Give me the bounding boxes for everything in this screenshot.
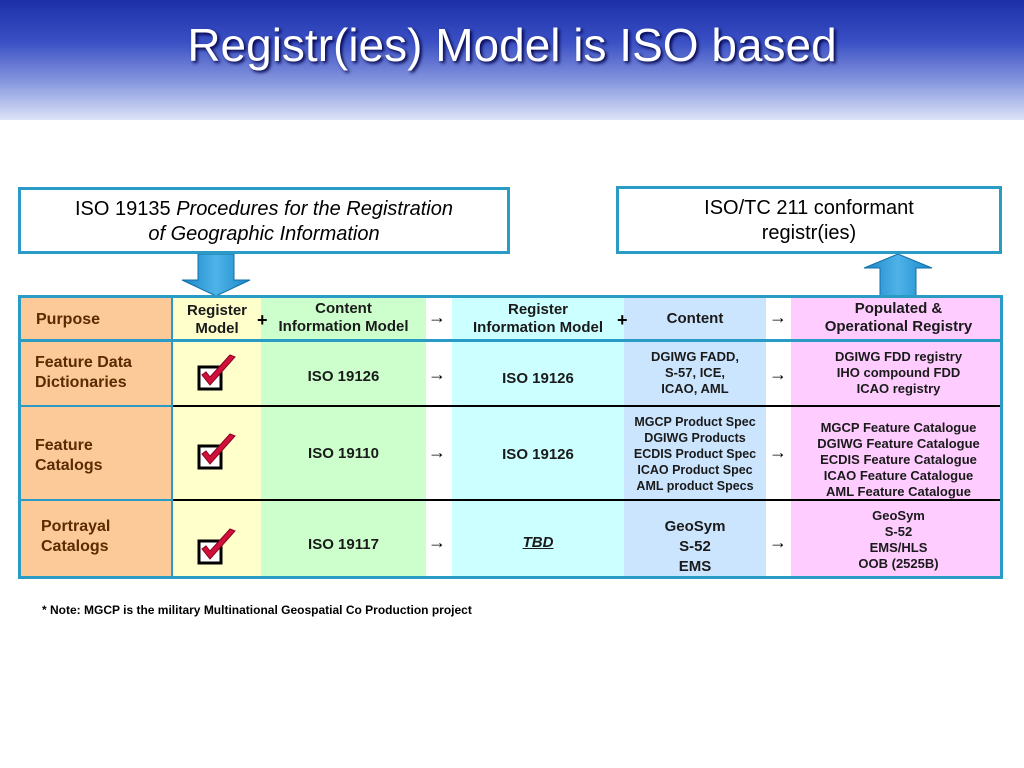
row-purpose-2: Catalogs (41, 538, 109, 555)
row-content-line: EMS (678, 558, 712, 575)
page-title: Registr(ies) Model is ISO based (187, 19, 837, 71)
row-separator (173, 405, 1000, 407)
row-content: DGIWG FADD, S-57, ICE, ICAO, AML (624, 349, 766, 397)
purpose-column (21, 298, 172, 576)
iso19135-line2: of Geographic Information (21, 222, 507, 247)
row-purpose: Portrayal Catalogs (41, 517, 110, 557)
down-arrow-icon (181, 254, 251, 296)
row-purpose-2: Catalogs (35, 457, 103, 474)
plus-operator: + (257, 310, 268, 330)
right-arrow-icon: → (428, 364, 446, 384)
row-content-line: ICAO, AML (661, 381, 729, 396)
header-content-info-2: Information Model (278, 318, 409, 335)
row-content-info: ISO 19110 (308, 445, 379, 462)
row-separator (21, 339, 1000, 342)
row-content-line: GeoSym (664, 518, 726, 535)
registry-table: Purpose Register Model + Content Informa… (18, 295, 1003, 579)
content-info-column (261, 298, 426, 576)
row-registry: MGCP Feature Catalogue DGIWG Feature Cat… (791, 420, 1000, 500)
register-model-column (173, 298, 261, 576)
header-register-model: Register Model (173, 302, 261, 338)
header-purpose: Purpose (36, 311, 101, 328)
row-registry-line: ECDIS Feature Catalogue (820, 452, 977, 467)
footnote: * Note: MGCP is the military Multination… (42, 603, 472, 617)
content-column (624, 298, 766, 576)
row-registry-line: DGIWG Feature Catalogue (817, 436, 980, 451)
row-content-line: S-52 (679, 538, 711, 555)
row-registry-line: GeoSym (872, 508, 925, 523)
right-arrow-icon: → (769, 364, 787, 384)
row-separator (21, 499, 171, 501)
header-content-info-1: Content (315, 300, 372, 317)
row-content-info: ISO 19117 (308, 536, 379, 553)
header-register-model-1: Register (186, 302, 248, 319)
iso19135-line1: ISO 19135 Procedures for the Registratio… (21, 197, 507, 222)
row-content: MGCP Product Spec DGIWG Products ECDIS P… (624, 414, 766, 494)
right-arrow-icon: → (428, 307, 446, 327)
row-content-line: DGIWG FADD, (650, 349, 740, 364)
plus-operator: + (617, 310, 628, 330)
row-content-info: ISO 19126 (307, 368, 380, 385)
header-register-info: Register Information Model (452, 301, 624, 337)
row-registry-line: ICAO registry (856, 381, 941, 396)
header-register-info-2: Information Model (473, 319, 603, 336)
register-info-column (452, 298, 624, 576)
header-populated-1: Populated & (854, 300, 943, 317)
registry-column (791, 298, 1000, 576)
row-registry-line: EMS/HLS (869, 540, 928, 555)
column-divider (171, 298, 173, 576)
row-content-line: DGIWG Products (644, 431, 746, 445)
header-populated-registry: Populated & Operational Registry (791, 300, 1000, 336)
row-purpose-1: Feature Data (35, 354, 132, 371)
conformant-line2: registr(ies) (761, 222, 857, 244)
row-content: GeoSym S-52 EMS (624, 517, 766, 576)
up-arrow-icon (863, 254, 933, 296)
row-content-line: ECDIS Product Spec (633, 447, 757, 461)
row-registry-line: ICAO Feature Catalogue (823, 468, 974, 483)
header-register-info-1: Register (507, 301, 569, 318)
iso19135-italic-2: of Geographic Information (148, 223, 380, 245)
row-separator (173, 499, 1000, 501)
conformant-line1: ISO/TC 211 conformant (704, 197, 914, 219)
row-purpose: Feature Catalogs (35, 436, 103, 476)
header-populated-2: Operational Registry (824, 318, 973, 335)
row-registry-line: S-52 (884, 524, 913, 539)
right-arrow-icon: → (769, 442, 787, 462)
row-separator (21, 405, 171, 407)
iso19135-prefix: ISO 19135 (75, 198, 177, 220)
row-content-line: AML product Specs (636, 479, 754, 493)
checkbox-checked-icon (197, 528, 236, 565)
row-registry-line: MGCP Feature Catalogue (820, 420, 977, 435)
row-registry: GeoSym S-52 EMS/HLS OOB (2525B) (791, 508, 1000, 572)
checkbox-checked-icon (197, 433, 236, 470)
conformant-box: ISO/TC 211 conformant registr(ies) (616, 186, 1002, 254)
right-arrow-icon: → (769, 307, 787, 327)
row-purpose-2: Dictionaries (35, 374, 127, 391)
header-content-info: Content Information Model (261, 300, 426, 336)
iso19135-box: ISO 19135 Procedures for the Registratio… (18, 187, 510, 254)
checkbox-checked-icon (197, 354, 236, 391)
row-registry-line: IHO compound FDD (836, 365, 961, 380)
row-purpose-1: Feature (35, 437, 93, 454)
header-content: Content (666, 310, 724, 327)
row-purpose: Feature Data Dictionaries (35, 353, 132, 393)
right-arrow-icon: → (428, 442, 446, 462)
iso19135-italic-1: Procedures for the Registration (176, 198, 453, 220)
row-content-line: S-57, ICE, (665, 365, 725, 380)
row-content-line: ICAO Product Spec (637, 463, 753, 477)
row-registry-line: DGIWG FDD registry (834, 349, 963, 364)
row-registry: DGIWG FDD registry IHO compound FDD ICAO… (791, 349, 1000, 397)
header-register-model-2: Model (195, 320, 239, 337)
row-content-line: MGCP Product Spec (634, 415, 756, 429)
row-register-info: TBD (522, 534, 554, 551)
row-registry-line: OOB (2525B) (858, 556, 939, 571)
row-registry-line: AML Feature Catalogue (826, 484, 971, 499)
right-arrow-icon: → (428, 532, 446, 552)
row-register-info: ISO 19126 (502, 446, 574, 463)
title-banner (0, 0, 1024, 120)
right-arrow-icon: → (769, 532, 787, 552)
row-register-info: ISO 19126 (502, 370, 574, 387)
row-purpose-1: Portrayal (41, 518, 111, 535)
